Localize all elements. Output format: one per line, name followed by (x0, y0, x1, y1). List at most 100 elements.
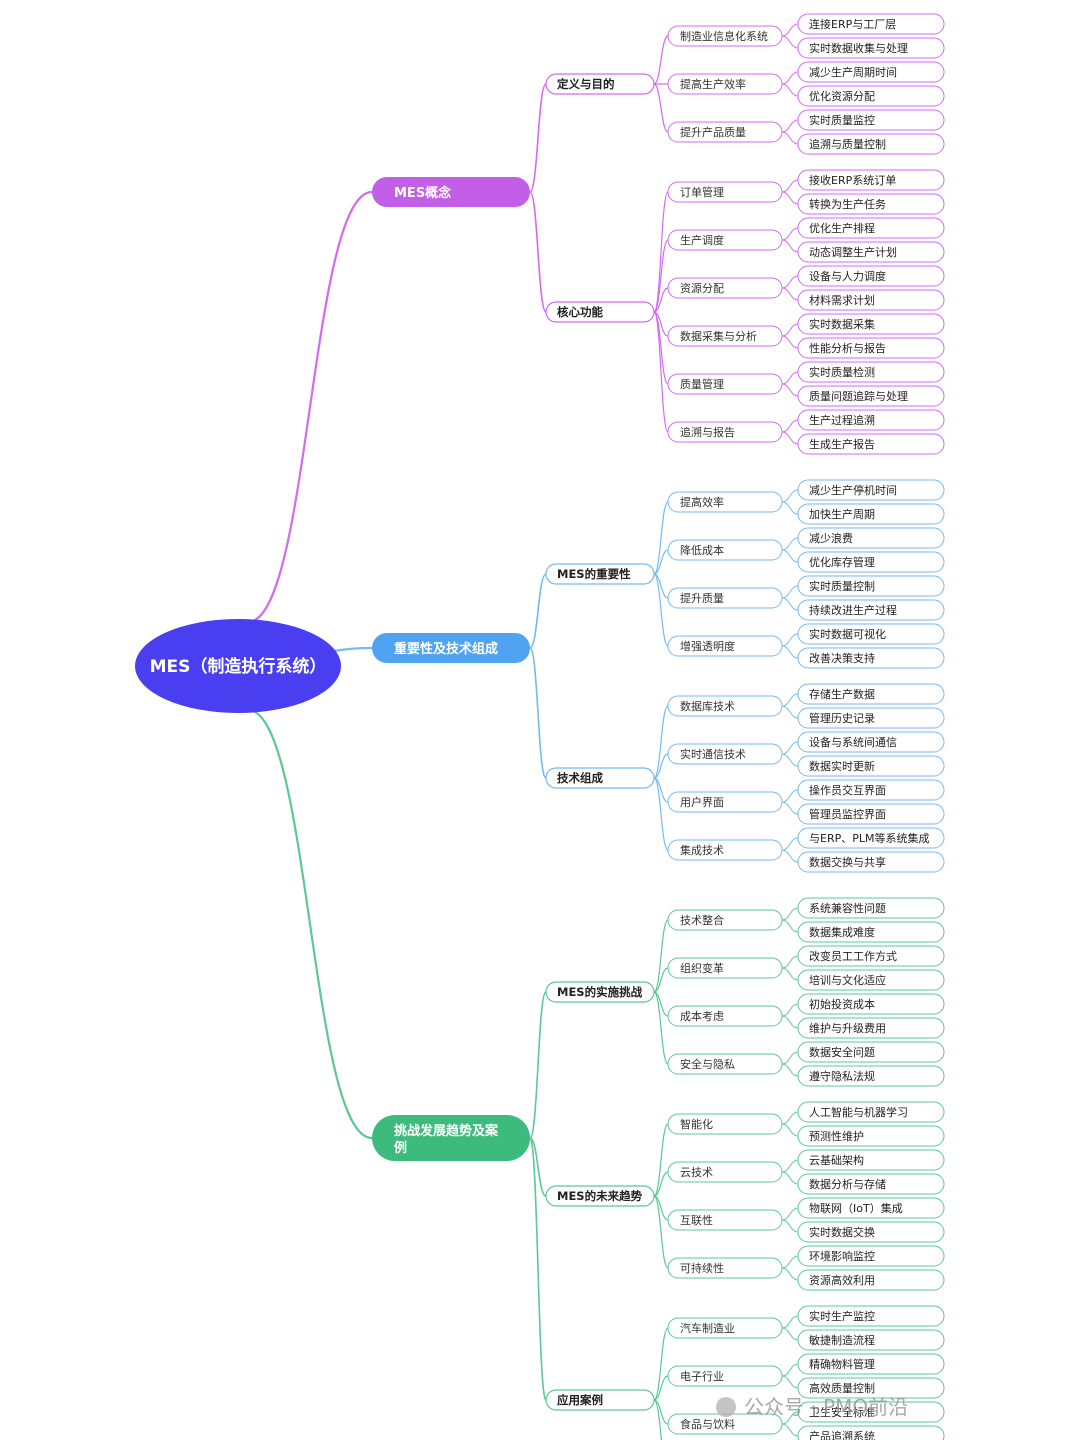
category-connector (781, 431, 799, 445)
category-node[interactable]: 食品与饮料 (667, 1413, 783, 1435)
category-node[interactable]: 制造业信息化系统 (667, 25, 783, 47)
category-node[interactable]: 提高生产效率 (667, 73, 783, 95)
leaf-node[interactable]: 优化生产排程 (797, 217, 945, 239)
leaf-node[interactable]: 减少生产周期时间 (797, 61, 945, 83)
category-node[interactable]: 提升质量 (667, 587, 783, 609)
leaf-node[interactable]: 产品追溯系统 (797, 1425, 945, 1440)
subtopic-connector (653, 1171, 669, 1197)
leaf-node[interactable]: 环境影响监控 (797, 1245, 945, 1267)
category-node[interactable]: 订单管理 (667, 181, 783, 203)
leaf-node[interactable]: 接收ERP系统订单 (797, 169, 945, 191)
leaf-node[interactable]: 持续改进生产过程 (797, 599, 945, 621)
subtopic-node[interactable]: MES的实施挑战 (545, 981, 655, 1003)
category-node[interactable]: 集成技术 (667, 839, 783, 861)
leaf-node[interactable]: 连接ERP与工厂层 (797, 13, 945, 35)
leaf-node[interactable]: 操作员交互界面 (797, 779, 945, 801)
section-node[interactable]: MES概念 (372, 177, 530, 207)
category-node[interactable]: 提升产品质量 (667, 121, 783, 143)
leaf-node[interactable]: 实时质量检测 (797, 361, 945, 383)
leaf-node[interactable]: 遵守隐私法规 (797, 1065, 945, 1087)
category-node[interactable]: 生产调度 (667, 229, 783, 251)
leaf-node[interactable]: 材料需求计划 (797, 289, 945, 311)
leaf-node[interactable]: 初始投资成本 (797, 993, 945, 1015)
subtopic-node[interactable]: MES的未来趋势 (545, 1185, 655, 1207)
leaf-node[interactable]: 生成生产报告 (797, 433, 945, 455)
category-node[interactable]: 成本考虑 (667, 1005, 783, 1027)
subtopic-node[interactable]: 技术组成 (545, 767, 655, 789)
leaf-node[interactable]: 数据安全问题 (797, 1041, 945, 1063)
leaf-node[interactable]: 培训与文化适应 (797, 969, 945, 991)
leaf-node[interactable]: 减少浪费 (797, 527, 945, 549)
category-node[interactable]: 资源分配 (667, 277, 783, 299)
category-node[interactable]: 降低成本 (667, 539, 783, 561)
leaf-node[interactable]: 数据交换与共享 (797, 851, 945, 873)
leaf-node[interactable]: 卫生安全标准 (797, 1401, 945, 1423)
leaf-node[interactable]: 改善决策支持 (797, 647, 945, 669)
category-connector (781, 419, 799, 433)
leaf-node[interactable]: 性能分析与报告 (797, 337, 945, 359)
leaf-node[interactable]: 维护与升级费用 (797, 1017, 945, 1039)
category-node[interactable]: 技术整合 (667, 909, 783, 931)
leaf-node[interactable]: 实时质量控制 (797, 575, 945, 597)
category-node[interactable]: 互联性 (667, 1209, 783, 1231)
leaf-node[interactable]: 高效质量控制 (797, 1377, 945, 1399)
leaf-node[interactable]: 数据分析与存储 (797, 1173, 945, 1195)
category-node[interactable]: 追溯与报告 (667, 421, 783, 443)
leaf-node[interactable]: 设备与人力调度 (797, 265, 945, 287)
category-node[interactable]: 提高效率 (667, 491, 783, 513)
leaf-node[interactable]: 实时数据收集与处理 (797, 37, 945, 59)
leaf-node[interactable]: 优化资源分配 (797, 85, 945, 107)
category-node[interactable]: 组织变革 (667, 957, 783, 979)
leaf-node[interactable]: 实时数据采集 (797, 313, 945, 335)
leaf-node[interactable]: 预测性维护 (797, 1125, 945, 1147)
leaf-node[interactable]: 转换为生产任务 (797, 193, 945, 215)
category-node[interactable]: 可持续性 (667, 1257, 783, 1279)
leaf-node[interactable]: 与ERP、PLM等系统集成 (797, 827, 945, 849)
subtopic-node[interactable]: MES的重要性 (545, 563, 655, 585)
leaf-node[interactable]: 生产过程追溯 (797, 409, 945, 431)
leaf-node[interactable]: 存储生产数据 (797, 683, 945, 705)
leaf-node[interactable]: 设备与系统间通信 (797, 731, 945, 753)
leaf-node[interactable]: 改变员工工作方式 (797, 945, 945, 967)
category-node[interactable]: 数据采集与分析 (667, 325, 783, 347)
leaf-node[interactable]: 管理员监控界面 (797, 803, 945, 825)
category-node[interactable]: 用户界面 (667, 791, 783, 813)
leaf-node[interactable]: 数据实时更新 (797, 755, 945, 777)
subtopic-node[interactable]: 核心功能 (545, 301, 655, 323)
leaf-node[interactable]: 质量问题追踪与处理 (797, 385, 945, 407)
leaf-node[interactable]: 实时数据交换 (797, 1221, 945, 1243)
category-node[interactable]: 安全与隐私 (667, 1053, 783, 1075)
leaf-node[interactable]: 实时质量监控 (797, 109, 945, 131)
category-node[interactable]: 增强透明度 (667, 635, 783, 657)
category-node[interactable]: 数据库技术 (667, 695, 783, 717)
category-node[interactable]: 智能化 (667, 1113, 783, 1135)
leaf-node[interactable]: 优化库存管理 (797, 551, 945, 573)
leaf-node[interactable]: 实时数据可视化 (797, 623, 945, 645)
section-node[interactable]: 重要性及技术组成 (372, 633, 530, 663)
subtopic-node[interactable]: 应用案例 (545, 1389, 655, 1411)
leaf-node[interactable]: 数据集成难度 (797, 921, 945, 943)
subtopic-label: MES的未来趋势 (557, 1189, 643, 1203)
category-connector (781, 597, 799, 611)
category-node[interactable]: 电子行业 (667, 1365, 783, 1387)
leaf-node[interactable]: 减少生产停机时间 (797, 479, 945, 501)
leaf-node[interactable]: 系统兼容性问题 (797, 897, 945, 919)
category-node[interactable]: 实时通信技术 (667, 743, 783, 765)
leaf-node[interactable]: 精确物料管理 (797, 1353, 945, 1375)
leaf-node[interactable]: 敏捷制造流程 (797, 1329, 945, 1351)
leaf-node[interactable]: 动态调整生产计划 (797, 241, 945, 263)
category-node[interactable]: 质量管理 (667, 373, 783, 395)
leaf-node[interactable]: 追溯与质量控制 (797, 133, 945, 155)
leaf-node[interactable]: 物联网（IoT）集成 (797, 1197, 945, 1219)
leaf-node[interactable]: 实时生产监控 (797, 1305, 945, 1327)
leaf-node[interactable]: 管理历史记录 (797, 707, 945, 729)
root-node[interactable]: MES（制造执行系统） (135, 619, 341, 713)
leaf-node[interactable]: 云基础架构 (797, 1149, 945, 1171)
leaf-node[interactable]: 加快生产周期 (797, 503, 945, 525)
leaf-node[interactable]: 资源高效利用 (797, 1269, 945, 1291)
category-node[interactable]: 汽车制造业 (667, 1317, 783, 1339)
subtopic-node[interactable]: 定义与目的 (545, 73, 655, 95)
leaf-node[interactable]: 人工智能与机器学习 (797, 1101, 945, 1123)
category-node[interactable]: 云技术 (667, 1161, 783, 1183)
